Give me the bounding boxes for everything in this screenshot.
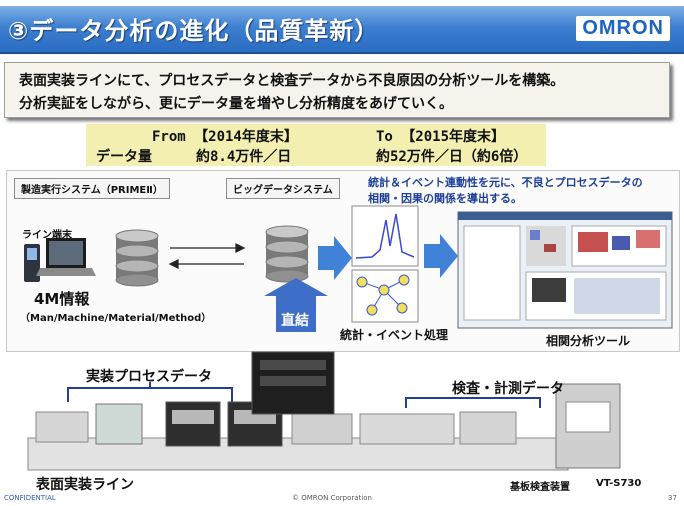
tool-label: 相関分析ツール bbox=[546, 334, 631, 348]
bigdata-database-icon bbox=[265, 225, 309, 283]
inspection-label: 検査・計測データ bbox=[452, 381, 564, 397]
direct-label: 直結 bbox=[281, 313, 309, 329]
histogram-thumbnail bbox=[351, 205, 419, 267]
arrow-right-icon bbox=[318, 236, 352, 280]
line-label: 表面実装ライン bbox=[36, 477, 134, 493]
process-data-bracket bbox=[67, 387, 233, 402]
to-label: To 【2015年度末】 bbox=[376, 129, 506, 145]
note-line-1: 統計＆イベント連動性を元に、不良とプロセスデータの bbox=[368, 176, 643, 189]
omron-logo: OMRON bbox=[576, 16, 670, 41]
to-value: 約52万件／日（約6倍） bbox=[376, 149, 528, 165]
from-value: 約8.4万件／日 bbox=[196, 149, 292, 165]
title-bar bbox=[0, 6, 684, 54]
line-terminal-icon bbox=[24, 238, 96, 282]
production-line-illustration bbox=[27, 351, 621, 471]
data-volume-label: データ量 bbox=[96, 149, 152, 165]
direct-up-arrow-icon bbox=[264, 278, 328, 332]
terminal-label: ライン端末 bbox=[22, 230, 72, 241]
4m-subtitle: （Man/Machine/Material/Method） bbox=[20, 313, 212, 324]
event-graph-thumbnail bbox=[351, 269, 419, 323]
from-label: From 【2014年度末】 bbox=[152, 129, 298, 145]
summary-line-2: 分析実証をしながら、更にデータ量を増やし分析精度をあげていく。 bbox=[19, 96, 453, 112]
4m-title: 4M情報 bbox=[34, 290, 90, 308]
summary-line-1: 表面実装ラインにて、プロセスデータと検査データから不良原因の分析ツールを構築。 bbox=[19, 73, 565, 89]
confidential-label: CONFIDENTIAL bbox=[4, 494, 56, 502]
process-data-label: 実装プロセスデータ bbox=[86, 369, 212, 385]
copyright: © OMRON Corporation bbox=[292, 494, 372, 502]
data-volume-panel bbox=[86, 124, 546, 166]
sync-arrows-icon bbox=[168, 243, 246, 269]
mes-box: 製造実行システム（PRIMEⅡ） bbox=[14, 178, 170, 199]
inspector-label: 基板検査装置 bbox=[510, 482, 570, 493]
note-line-2: 相関・因果の関係を導出する。 bbox=[368, 192, 522, 205]
arrow-right-icon bbox=[424, 234, 458, 278]
correlation-tool-screenshot bbox=[457, 211, 673, 329]
mes-database-icon bbox=[115, 229, 159, 287]
slide-title: ③データ分析の進化（品質革新） bbox=[8, 17, 380, 45]
stats-label: 統計・イベント処理 bbox=[340, 328, 449, 342]
model-label: VT-S730 bbox=[596, 478, 642, 489]
inspection-bracket bbox=[405, 397, 541, 408]
page-number: 37 bbox=[668, 494, 677, 502]
bigdata-box: ビッグデータシステム bbox=[226, 178, 340, 199]
summary-box: 表面実装ラインにて、プロセスデータと検査データから不良原因の分析ツールを構築。 … bbox=[4, 62, 670, 118]
